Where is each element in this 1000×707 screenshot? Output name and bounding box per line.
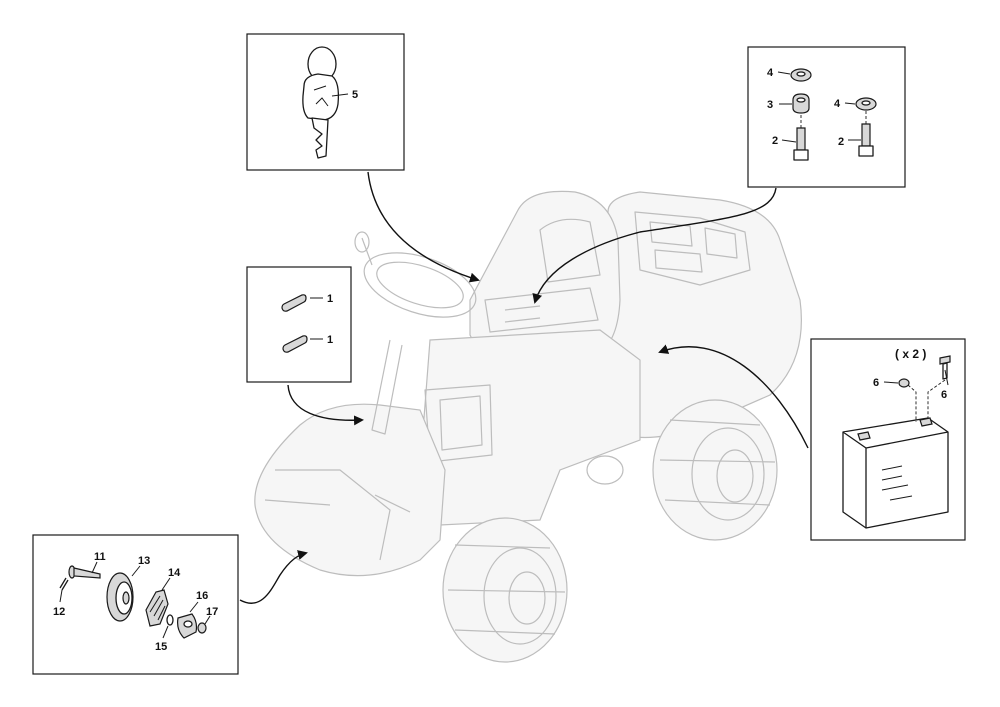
pin-icon-upper xyxy=(281,294,307,312)
arrow-key-to-ignition xyxy=(367,171,480,283)
nut-small-icon xyxy=(197,622,207,634)
knob-icon xyxy=(177,613,198,639)
callout-3: 3 xyxy=(767,99,773,111)
clevis-pin-icon xyxy=(68,565,101,579)
callout-2-right: 2 xyxy=(838,136,844,148)
callout-15: 15 xyxy=(155,641,167,653)
callout-13: 13 xyxy=(138,555,150,567)
callout-6-nut: 6 xyxy=(873,377,879,389)
wheel-icon xyxy=(106,572,134,622)
bush-icon xyxy=(792,93,810,114)
ride-on-mower-outline xyxy=(254,190,802,663)
callout-1-upper: 1 xyxy=(327,293,333,305)
washer-icon-right xyxy=(855,97,877,111)
callout-17: 17 xyxy=(206,606,218,618)
callout-4-right: 4 xyxy=(834,98,841,110)
leader-arrows xyxy=(239,171,809,604)
callout-4-left: 4 xyxy=(767,67,774,79)
arrow-wheel-parts-to-front xyxy=(239,550,308,604)
battery-callout-box: ( x 2 ) 6 6 xyxy=(810,338,966,541)
battery-icon xyxy=(842,417,949,529)
callout-2-left: 2 xyxy=(772,135,778,147)
callout-16: 16 xyxy=(196,590,208,602)
callout-1-lower: 1 xyxy=(327,334,333,346)
pins-callout-box: 1 1 xyxy=(246,266,352,383)
arrow-pins-to-column xyxy=(287,384,364,426)
split-pin-icon xyxy=(59,577,69,591)
pin-icon-lower xyxy=(282,335,308,353)
bolt-icon-right xyxy=(858,123,874,157)
callout-14: 14 xyxy=(168,567,181,579)
washer-icon xyxy=(790,68,812,82)
arrow-battery-to-body xyxy=(658,344,809,449)
ignition-key-icon xyxy=(302,46,340,159)
callout-12: 12 xyxy=(53,606,65,618)
arrow-fasteners-to-seat xyxy=(532,187,777,304)
callout-5: 5 xyxy=(352,89,358,101)
key-callout-box: 5 xyxy=(246,33,405,171)
bracket-icon xyxy=(145,589,169,627)
bolt-icon-left xyxy=(793,127,809,161)
washer-small-icon xyxy=(166,614,174,626)
quantity-label: ( x 2 ) xyxy=(895,347,926,361)
battery-nut-icon xyxy=(898,378,910,388)
seat-fasteners-callout-box: 4 3 2 4 2 xyxy=(747,46,906,188)
callout-6-screw: 6 xyxy=(941,389,947,401)
wheel-parts-callout-box: 11 12 13 14 15 16 xyxy=(32,534,239,675)
callout-11: 11 xyxy=(94,551,106,563)
